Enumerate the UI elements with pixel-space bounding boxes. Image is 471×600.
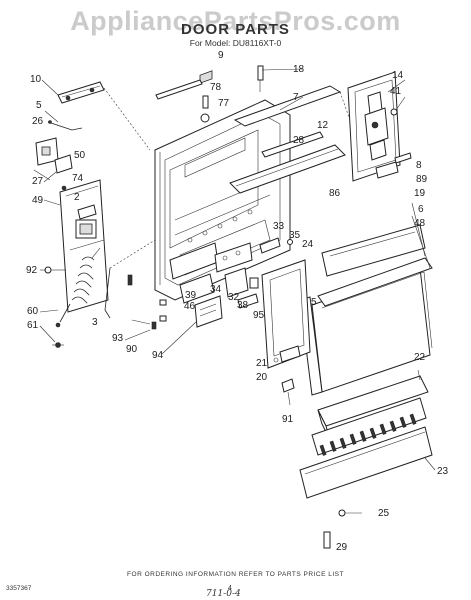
callout-92: 92	[26, 265, 38, 276]
diagram-title: DOOR PARTS	[181, 21, 290, 38]
callout-22: 22	[414, 352, 426, 363]
callout-33: 33	[273, 221, 285, 232]
callout-6: 6	[418, 204, 424, 215]
callout-2: 2	[74, 192, 80, 203]
callout-23: 23	[437, 466, 449, 477]
callout-41: 41	[390, 86, 402, 97]
callout-25: 25	[378, 508, 390, 519]
left-screws	[44, 266, 66, 348]
callout-27: 27	[32, 176, 44, 187]
callout-12: 12	[317, 120, 329, 131]
door-spring	[55, 247, 101, 328]
callout-48: 48	[414, 218, 426, 229]
callout-5: 5	[36, 100, 42, 111]
callout-35: 35	[289, 230, 301, 241]
callout-39: 39	[185, 290, 197, 301]
small-clip	[281, 378, 295, 406]
callout-9: 9	[218, 50, 224, 61]
callout-21: 21	[256, 358, 268, 369]
callout-28: 28	[293, 135, 305, 146]
bottom-kickplate	[299, 375, 433, 499]
outer-door-panel	[261, 224, 433, 396]
callout-74: 74	[72, 173, 84, 184]
callout-3: 3	[92, 317, 98, 328]
callout-95: 95	[253, 310, 265, 321]
callout-94: 94	[152, 350, 164, 361]
callout-38: 38	[237, 300, 249, 311]
model-subtitle: For Model: DU8116XT-0	[189, 38, 282, 48]
callout-34: 34	[210, 284, 222, 295]
callout-50: 50	[74, 150, 86, 161]
callout-26: 26	[32, 116, 44, 127]
callout-20: 20	[256, 372, 268, 383]
part-callouts: 9 10 5 26 27 50 74 49 2 92 60 61 3 78 77…	[26, 50, 449, 553]
callout-93: 93	[112, 333, 124, 344]
callout-89: 89	[416, 174, 428, 185]
callout-24: 24	[302, 239, 314, 250]
page-number: 4	[228, 585, 232, 592]
top-rod	[155, 79, 203, 100]
callout-90: 90	[126, 344, 138, 355]
side-hinge-arm	[59, 179, 109, 313]
callout-77: 77	[218, 98, 230, 109]
bottom-screws	[323, 509, 362, 549]
callout-49: 49	[32, 195, 44, 206]
callout-14: 14	[392, 70, 404, 81]
document-number: 3357367	[6, 585, 32, 592]
callout-10: 10	[30, 74, 42, 85]
control-module-parts	[127, 237, 293, 330]
door-latch-assembly	[347, 71, 412, 182]
latch-spring	[47, 120, 83, 131]
hinge-lever	[104, 239, 156, 319]
callout-18: 18	[293, 64, 305, 75]
callout-78: 78	[210, 82, 222, 93]
callout-19: 19	[414, 188, 426, 199]
callout-60: 60	[27, 306, 39, 317]
callout-61: 61	[27, 320, 39, 331]
watermark: AppliancePartsPros.com	[70, 6, 401, 36]
leader-lines	[39, 68, 436, 471]
door-latch-handle	[57, 81, 151, 151]
callout-8: 8	[416, 160, 422, 171]
ordering-note: FOR ORDERING INFORMATION REFER TO PARTS …	[127, 571, 344, 578]
callout-91: 91	[282, 414, 294, 425]
callout-32: 32	[228, 292, 240, 303]
inner-door-frame	[154, 70, 291, 301]
callout-7: 7	[293, 92, 299, 103]
handwritten-note: 711-0-4	[206, 589, 241, 599]
hinge-bracket	[33, 137, 73, 191]
callout-5b: 5	[311, 297, 317, 308]
callout-46: 46	[184, 301, 196, 312]
callout-86: 86	[329, 188, 341, 199]
callout-29: 29	[336, 542, 348, 553]
